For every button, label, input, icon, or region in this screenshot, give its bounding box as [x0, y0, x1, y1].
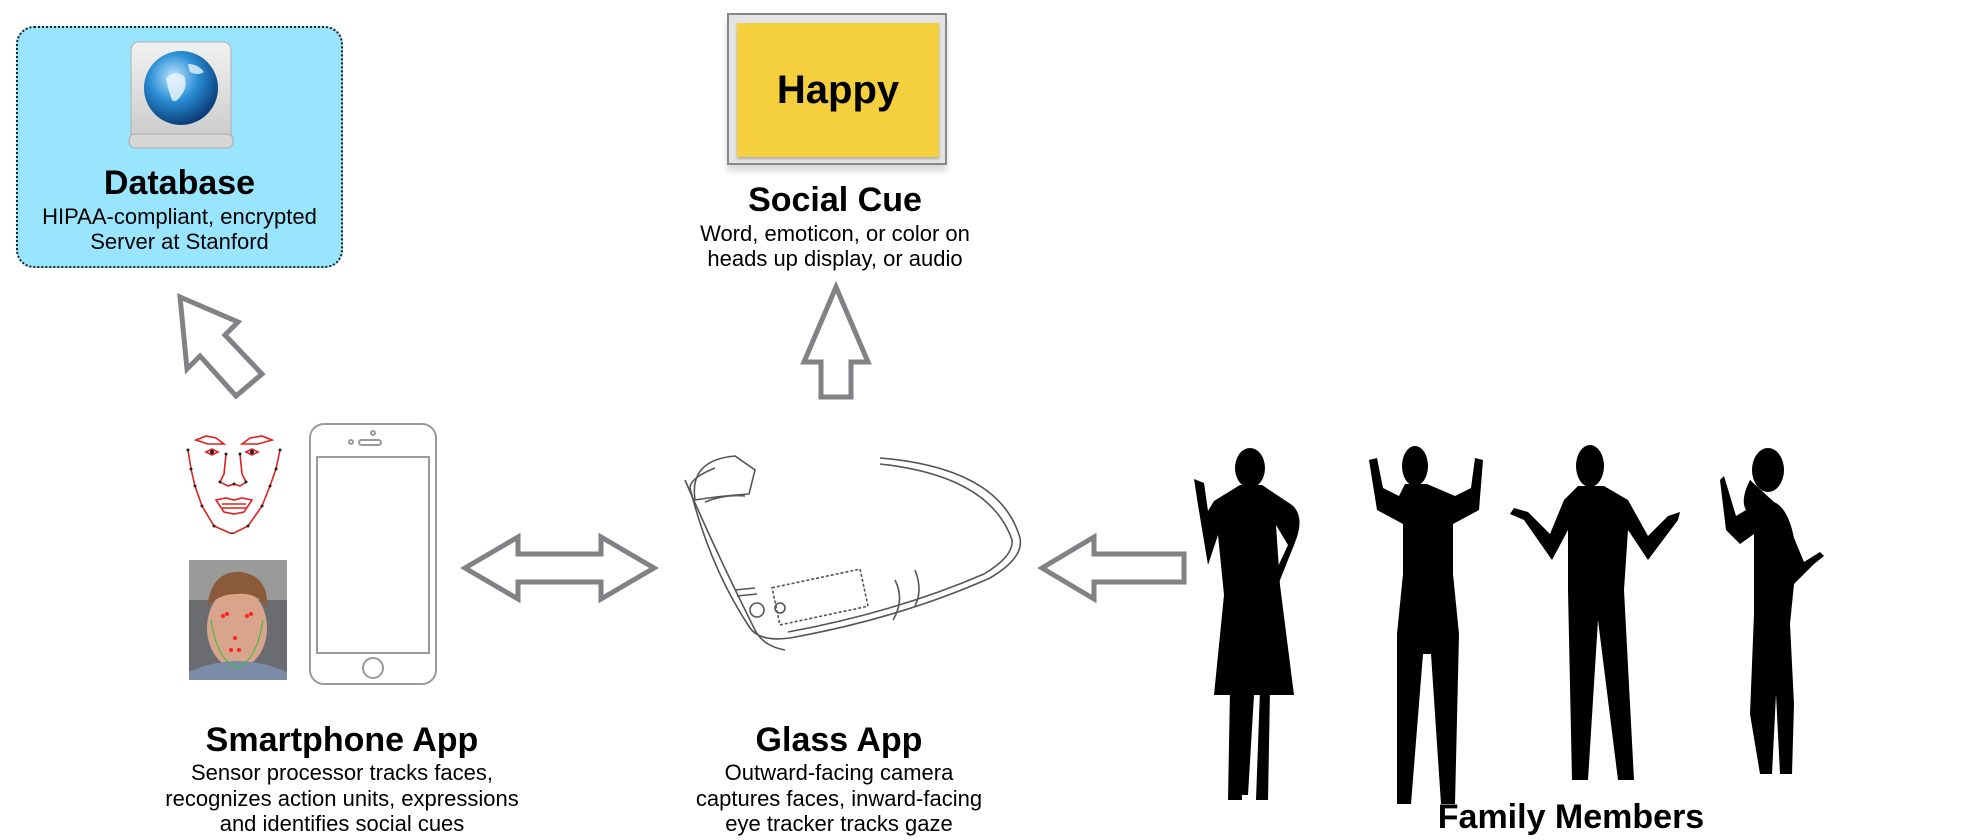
- social-cue-subtitle-line-2: heads up display, or audio: [707, 246, 963, 271]
- silhouette-person-1: [1194, 448, 1300, 800]
- glass-app-title: Glass App: [755, 721, 923, 759]
- smartphone-app-subtitle-line-3: and identifies social cues: [219, 811, 465, 836]
- glass-app-subtitle-line-1: Outward-facing camera: [724, 760, 954, 785]
- face-landmark-mesh-icon: [186, 435, 282, 534]
- social-cue-title: Social Cue: [748, 181, 922, 219]
- smartphone-app-subtitle-line-2: recognizes action units, expressions: [165, 786, 519, 811]
- glass-app-subtitle-line-2: captures faces, inward-facing: [695, 786, 983, 811]
- family-members-title: Family Members: [1437, 798, 1705, 836]
- smartphone-icon: [309, 423, 437, 685]
- google-glass-icon: [684, 455, 1022, 651]
- database-title: Database: [103, 164, 256, 202]
- social-cue-subtitle-line-1: Word, emoticon, or color on: [700, 221, 970, 246]
- silhouette-person-2: [1369, 446, 1483, 804]
- database-subtitle-line-2: Server at Stanford: [90, 229, 269, 254]
- arrow-up-to-social-cue: [800, 280, 872, 400]
- database-subtitle-line-1: HIPAA-compliant, encrypted: [42, 204, 317, 229]
- social-cue-card: Happy: [737, 23, 939, 157]
- database-node: Database HIPAA-compliant, encrypted Serv…: [16, 26, 343, 268]
- face-tracking-photo: [189, 560, 287, 680]
- smartphone-app-subtitle-line-1: Sensor processor tracks faces,: [190, 760, 493, 785]
- social-cue-display: Happy: [727, 13, 947, 165]
- silhouette-person-4: [1720, 448, 1824, 774]
- arrow-left-family-to-glass: [1037, 532, 1187, 604]
- silhouette-person-3: [1510, 445, 1680, 780]
- arrow-up-left-to-database: [177, 293, 266, 400]
- family-silhouettes: [1194, 445, 1824, 804]
- glass-app-subtitle-line-3: eye tracker tracks gaze: [725, 811, 953, 836]
- arrow-bidirectional-phone-glass: [460, 532, 659, 604]
- smartphone-app-title: Smartphone App: [205, 721, 479, 759]
- database-globe-drive-icon: [128, 41, 234, 149]
